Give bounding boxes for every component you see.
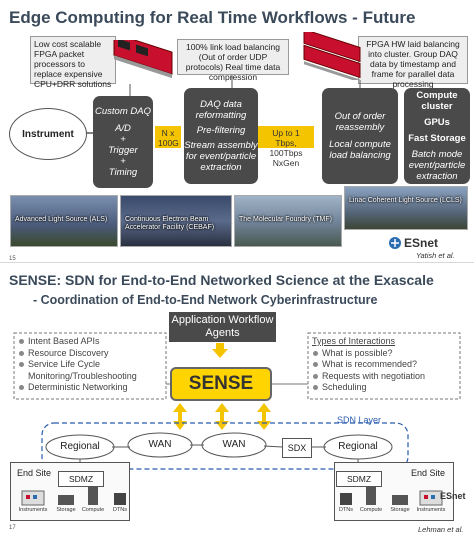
sense-capabilities-list: Intent Based APIs Resource Discovery Ser… bbox=[18, 336, 137, 394]
esnet-logo-text: ESnet bbox=[440, 491, 466, 501]
application-workflow-agents: Application Workflow Agents bbox=[169, 312, 276, 342]
photo-caption-cebaf: Continuous Electron Beam Accelerator Fac… bbox=[125, 216, 215, 231]
list-item: What is possible? bbox=[312, 348, 425, 360]
reformat-line-3: Stream assembly for event/particle extra… bbox=[184, 140, 258, 173]
daq-line-trigger: Trigger bbox=[108, 145, 138, 156]
daq-line-timing: Timing bbox=[108, 167, 138, 178]
page-number: 17 bbox=[9, 525, 16, 531]
device-label: Instruments bbox=[18, 507, 48, 513]
daq-plus-2: + bbox=[120, 156, 126, 167]
end-site-label: End Site bbox=[17, 468, 52, 478]
custom-daq-box: Custom DAQ A/D + Trigger + Timing bbox=[93, 96, 153, 188]
cluster-line-4: Batch mode event/particle extraction bbox=[408, 149, 466, 182]
device-label: Compute bbox=[81, 507, 105, 513]
credit: Lehman et al. bbox=[418, 525, 464, 534]
slide-sense: SENSE: SDN for End-to-End Networked Scie… bbox=[0, 262, 474, 536]
compute-cluster-box: Compute cluster GPUs Fast Storage Batch … bbox=[404, 88, 470, 184]
device-label: DTNs bbox=[338, 507, 354, 513]
storage-icon bbox=[58, 495, 74, 505]
link-n-x-100g: N x 100G bbox=[155, 126, 181, 148]
cloud-regional-left: Regional bbox=[60, 441, 100, 452]
fpga-cluster-card-icon bbox=[303, 32, 361, 80]
compute-icon bbox=[366, 487, 376, 505]
reassembly-line-1: Out of order reassembly bbox=[334, 111, 386, 133]
daq-reformatting-box: DAQ data reformatting Pre-filtering Stre… bbox=[184, 88, 258, 184]
cluster-line-2: GPUs bbox=[424, 117, 450, 128]
fpga-card-icon bbox=[113, 40, 173, 79]
cluster-line-1: Compute cluster bbox=[416, 90, 458, 112]
credit: Yatish et al. bbox=[416, 251, 455, 260]
page-number: 15 bbox=[9, 256, 16, 262]
photo-caption-als: Advanced Light Source (ALS) bbox=[15, 216, 108, 223]
photo-als: Advanced Light Source (ALS) bbox=[10, 195, 118, 247]
photo-cebaf: Continuous Electron Beam Accelerator Fac… bbox=[120, 195, 232, 247]
reassembly-line-2: Local compute load balancing bbox=[329, 139, 391, 161]
interaction-types-list: Types of Interactions What is possible? … bbox=[312, 336, 425, 394]
daq-plus-1: + bbox=[120, 134, 126, 145]
esnet-logo-icon bbox=[389, 237, 401, 249]
list-item: Service Life Cycle bbox=[18, 359, 137, 371]
note-fpga-packet-processors: Low cost scalable FPGA packet processors… bbox=[30, 36, 116, 89]
dtn-icon bbox=[114, 493, 126, 505]
device-label: Storage bbox=[390, 507, 410, 513]
instrument-icon bbox=[21, 490, 45, 506]
daq-line-ad: A/D bbox=[115, 123, 131, 134]
sdx-node: SDX bbox=[282, 438, 312, 458]
device-label: Compute bbox=[359, 507, 383, 513]
list-item: Deterministic Networking bbox=[18, 382, 137, 394]
daq-title: Custom DAQ bbox=[95, 106, 151, 117]
list-item: What is recommended? bbox=[312, 359, 425, 371]
list-item: Requests with negotiation bbox=[312, 371, 425, 383]
end-site-devices bbox=[21, 487, 443, 506]
slide-title: Edge Computing for Real Time Workflows -… bbox=[9, 8, 416, 27]
cloud-wan-2: WAN bbox=[222, 439, 246, 450]
reassembly-box: Out of order reassembly Local compute lo… bbox=[322, 88, 398, 184]
cluster-line-3: Fast Storage bbox=[408, 133, 466, 144]
device-label: Instruments bbox=[416, 507, 446, 513]
sdmz-left: SDMZ bbox=[58, 471, 104, 487]
compute-icon bbox=[88, 487, 98, 505]
note-load-balancing: 100% link load balancing (Out of order U… bbox=[177, 39, 289, 82]
storage-icon bbox=[392, 495, 408, 505]
reformat-line-2: Pre-filtering bbox=[196, 125, 246, 136]
sdn-layer-label: SDN Layer bbox=[337, 415, 382, 425]
cloud-wan-1: WAN bbox=[148, 439, 172, 450]
interaction-types-heading: Types of Interactions bbox=[312, 336, 396, 346]
sdmz-right: SDMZ bbox=[336, 471, 382, 487]
end-site-label: End Site bbox=[410, 468, 445, 478]
sense-connectors bbox=[13, 332, 461, 471]
slide-title: SENSE: SDN for End-to-End Networked Scie… bbox=[9, 272, 434, 288]
instrument-icon bbox=[419, 490, 443, 506]
dtn-icon bbox=[340, 493, 352, 505]
photo-caption-lcls: Linac Coherent Light Source (LCLS) bbox=[349, 197, 462, 204]
link-tbps: Up to 1 Tbps, 100Tbps NxGen bbox=[258, 126, 314, 168]
reformat-line-1: DAQ data reformatting bbox=[195, 99, 247, 121]
list-item: Resource Discovery bbox=[18, 348, 137, 360]
list-item: Monitoring/Troubleshooting bbox=[28, 370, 137, 381]
cloud-regional-right: Regional bbox=[338, 441, 378, 452]
photo-caption-tmf: The Molecular Foundry (TMF) bbox=[239, 216, 332, 223]
slide-edge-computing: Edge Computing for Real Time Workflows -… bbox=[0, 0, 474, 262]
device-label: DTNs bbox=[112, 507, 128, 513]
slide-subtitle: - Coordination of End-to-End Network Cyb… bbox=[33, 293, 378, 307]
esnet-logo-text: ESnet bbox=[404, 236, 439, 250]
instrument-node: Instrument bbox=[9, 108, 87, 160]
device-label: Storage bbox=[56, 507, 76, 513]
list-item: Scheduling bbox=[312, 382, 425, 394]
list-item: Intent Based APIs bbox=[18, 336, 137, 348]
photo-tmf: The Molecular Foundry (TMF) bbox=[234, 195, 342, 247]
photo-lcls: Linac Coherent Light Source (LCLS) bbox=[344, 186, 468, 230]
sense-box: SENSE bbox=[170, 367, 272, 401]
